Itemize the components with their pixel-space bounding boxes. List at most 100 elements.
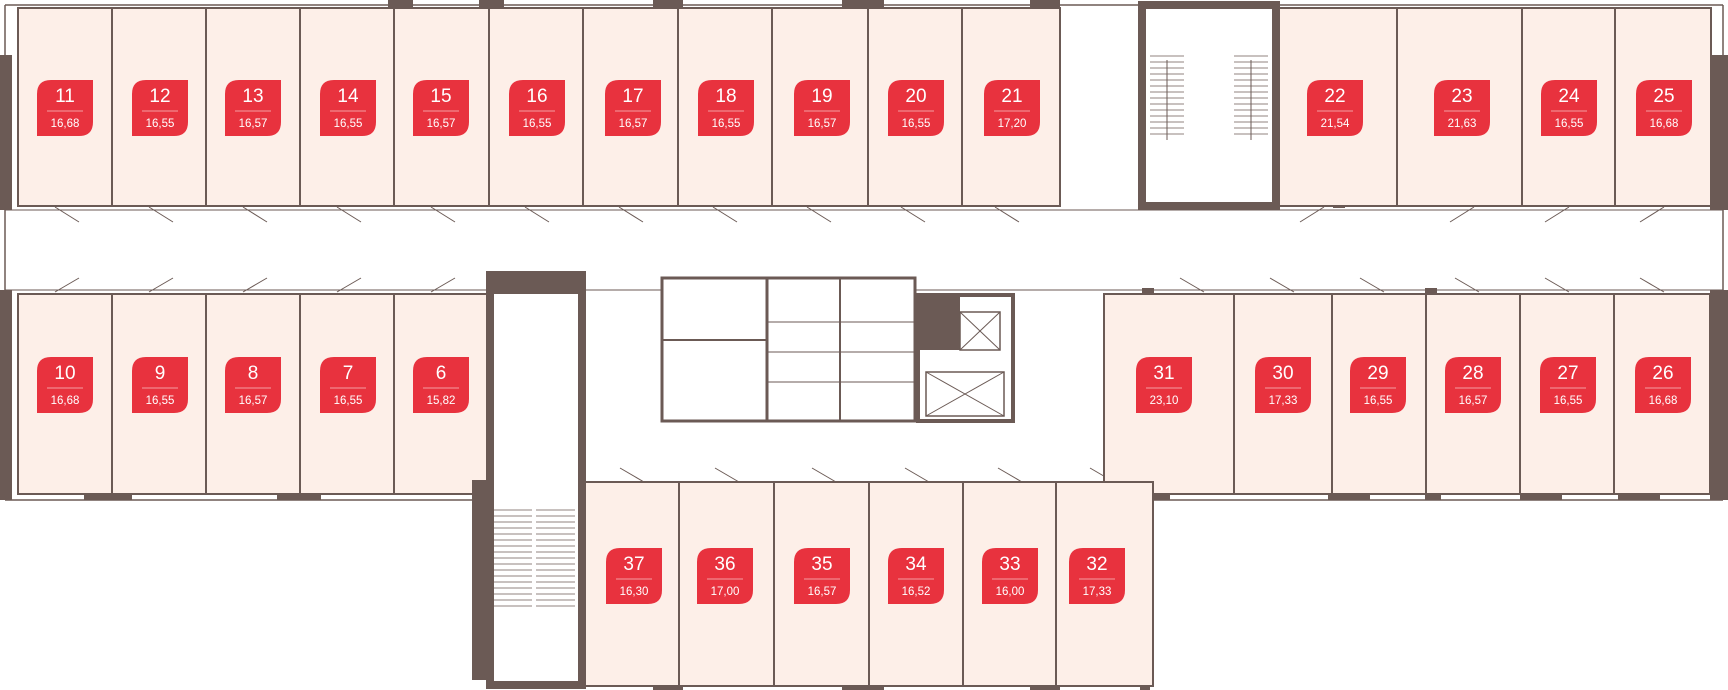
end-wall-right-lower (1710, 290, 1728, 500)
unit-area: 16,57 (427, 118, 456, 130)
unit-area: 16,55 (334, 395, 363, 407)
unit-area: 16,57 (1459, 395, 1488, 407)
door-swing (242, 206, 268, 223)
unit-number: 36 (714, 554, 735, 575)
unit-area: 16,00 (996, 586, 1025, 598)
unit-badge (697, 548, 753, 604)
unit-8[interactable]: 816,57 (205, 293, 301, 495)
unit-number: 18 (715, 86, 736, 107)
unit-number: 11 (55, 86, 75, 107)
unit-number: 9 (155, 363, 166, 384)
unit-number: 32 (1086, 554, 1107, 575)
door-swing (997, 467, 1023, 483)
unit-badge (984, 80, 1040, 136)
unit-badge (37, 357, 93, 413)
door-swing (714, 467, 740, 483)
unit-area: 16,55 (146, 118, 175, 130)
unit-28[interactable]: 28 16,57 (1425, 293, 1521, 495)
room-area (582, 7, 679, 207)
unit-number: 15 (430, 86, 451, 107)
unit-badge (320, 80, 376, 136)
unit-area: 16,68 (51, 395, 80, 407)
stair-walls (1138, 1, 1280, 210)
unit-number: 20 (905, 86, 926, 107)
unit-area: 21,54 (1321, 118, 1350, 130)
unit-area: 16,55 (523, 118, 552, 130)
unit-badge (1541, 80, 1597, 136)
unit-badge (1434, 80, 1490, 136)
unit-badge (1350, 357, 1406, 413)
elevator-cross (959, 311, 1001, 351)
elevator-core-wall (918, 295, 960, 350)
unit-area: 17,33 (1269, 395, 1298, 407)
door-swing (1639, 277, 1665, 293)
unit-badge (794, 548, 850, 604)
unit-number: 28 (1462, 363, 1483, 384)
door-swing (1544, 206, 1570, 223)
unit-badge (1540, 357, 1596, 413)
unit-area: 16,55 (1554, 395, 1583, 407)
unit-area: 17,00 (711, 586, 740, 598)
unit-number: 6 (436, 363, 447, 384)
room-area (771, 7, 869, 207)
unit-number: 35 (811, 554, 832, 575)
unit-number: 29 (1367, 363, 1388, 384)
unit-number: 12 (149, 86, 170, 107)
unit-badge (698, 80, 754, 136)
unit-6[interactable]: 615,82 (393, 293, 490, 495)
unit-area: 16,52 (902, 586, 931, 598)
unit-area: 21,63 (1448, 118, 1477, 130)
unit-badge (1307, 80, 1363, 136)
unit-badge (888, 548, 944, 604)
door-swing (618, 206, 644, 223)
unit-badge (1636, 80, 1692, 136)
unit-area: 16,55 (146, 395, 175, 407)
elevator-cross (925, 371, 1005, 417)
unit-number: 37 (623, 554, 644, 575)
unit-badge (1255, 357, 1311, 413)
unit-badge (605, 80, 661, 136)
door-swing (430, 277, 456, 293)
door-swing (1269, 277, 1295, 293)
unit-number: 14 (337, 86, 359, 107)
door-swing (430, 206, 456, 223)
unit-badge (1069, 548, 1125, 604)
unit-area: 16,57 (619, 118, 648, 130)
unit-badge (1136, 357, 1192, 413)
unit-12[interactable]: 12 16,55 (111, 7, 207, 207)
stair-walls (486, 271, 586, 689)
unit-area: 17,20 (998, 118, 1027, 130)
unit-7[interactable]: 716,55 (299, 293, 395, 495)
unit-15[interactable]: 15 16,57 (393, 7, 490, 207)
stairwell-top (1138, 1, 1280, 210)
stair-left-wall (472, 480, 492, 680)
unit-9[interactable]: 916,55 (111, 293, 207, 495)
unit-area: 15,82 (427, 395, 456, 407)
unit-36[interactable]: 36 17,00 (678, 481, 775, 687)
